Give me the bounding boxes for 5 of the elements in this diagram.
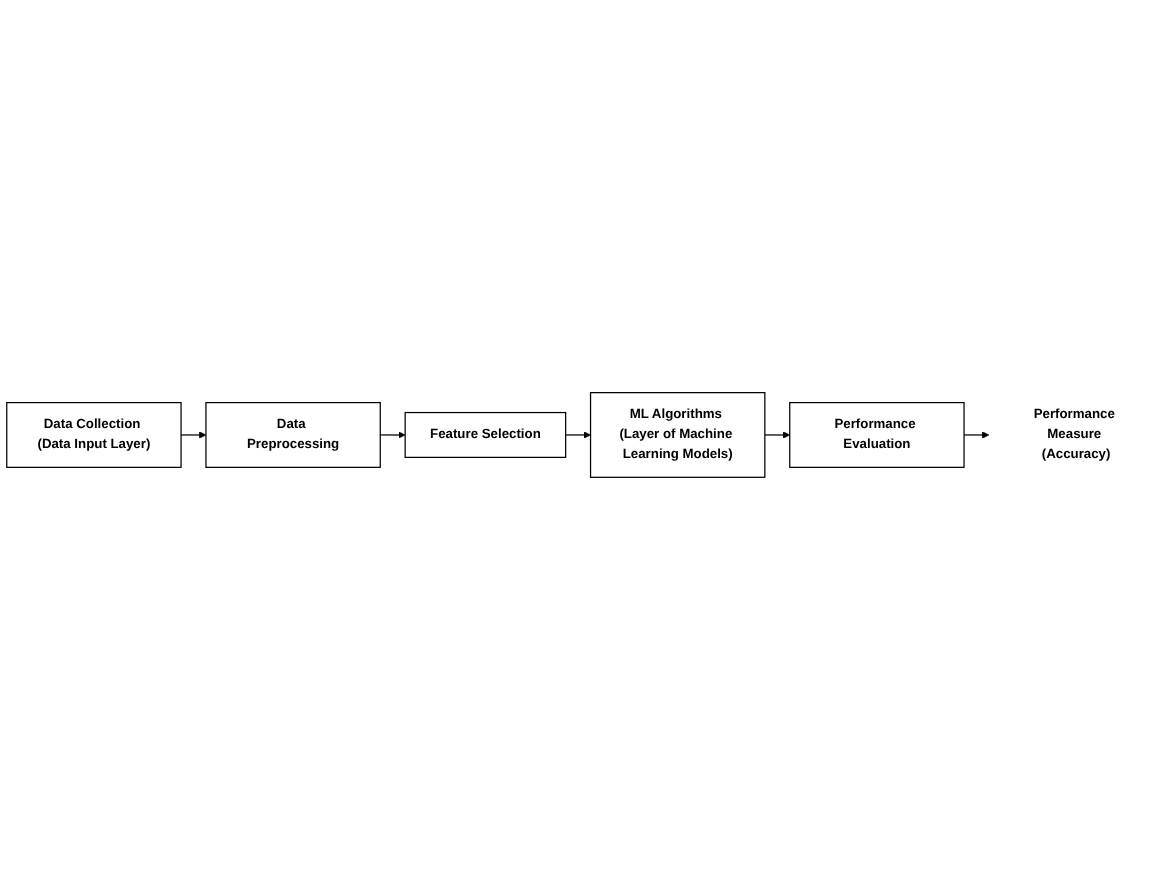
arrow bbox=[764, 431, 791, 439]
arrow bbox=[565, 431, 591, 439]
arrow bbox=[180, 431, 207, 439]
arrow bbox=[379, 431, 406, 439]
arrow bbox=[963, 431, 990, 439]
